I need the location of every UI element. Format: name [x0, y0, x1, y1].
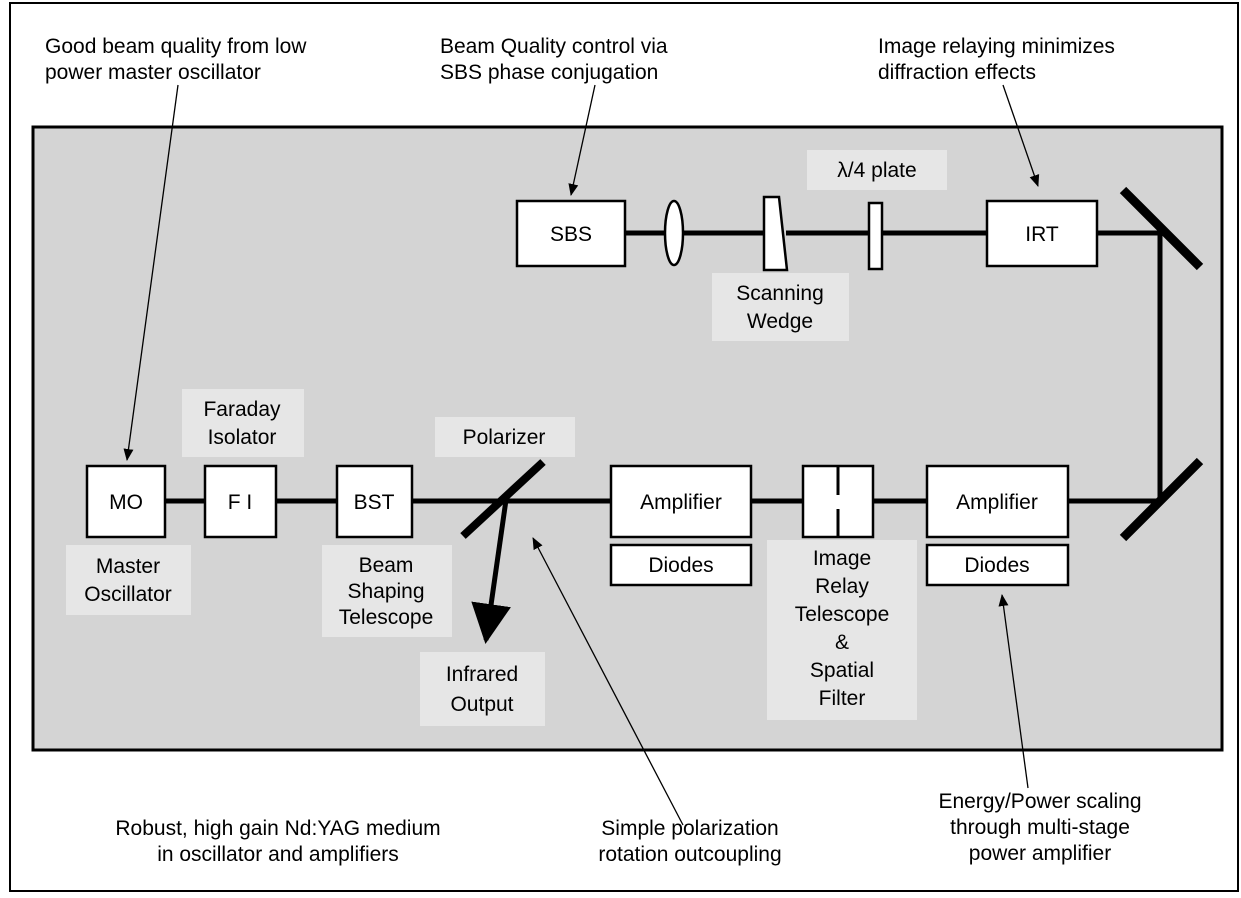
svg-text:Scanning: Scanning — [736, 282, 824, 305]
amplifier-2-label: Amplifier — [956, 491, 1038, 514]
svg-text:Simple polarization: Simple polarization — [601, 817, 778, 840]
annotation-nd-yag-medium: Robust, high gain Nd:YAG medium in oscil… — [115, 817, 440, 866]
spatial-filter — [801, 464, 875, 539]
svg-text:Energy/Power scaling: Energy/Power scaling — [938, 790, 1141, 813]
polarizer-element — [460, 459, 546, 539]
infrared-output-arrow — [471, 499, 511, 644]
amplifier-1-box: Amplifier — [609, 464, 753, 539]
upper-beam-path — [625, 230, 1163, 500]
irt-label: IRT — [1025, 223, 1059, 246]
amplifier-2-box: Amplifier — [925, 464, 1070, 539]
leader-arrow-irt — [1002, 84, 1040, 187]
svg-text:Output: Output — [450, 693, 513, 716]
infrared-output-caption: Infrared Output — [420, 652, 545, 726]
image-relay-telescope-caption: Image Relay Telescope & Spatial Filter — [767, 540, 917, 720]
leader-arrow-diodes — [998, 594, 1029, 789]
annotation-polarization-outcoupling: Simple polarization rotation outcoupling — [598, 817, 781, 866]
svg-text:Wedge: Wedge — [747, 310, 813, 333]
svg-text:Infrared: Infrared — [446, 663, 518, 686]
bst-label: BST — [354, 491, 395, 514]
svg-text:Polarizer: Polarizer — [463, 426, 546, 449]
svg-text:&: & — [835, 631, 849, 654]
fold-mirror-top — [1119, 186, 1204, 271]
quarter-wave-plate-caption: λ/4 plate — [807, 150, 947, 190]
svg-text:Beam: Beam — [359, 554, 414, 577]
amplifier-1-label: Amplifier — [640, 491, 722, 514]
diodes-2-label: Diodes — [964, 554, 1029, 577]
annotation-energy-scaling: Energy/Power scaling through multi-stage… — [938, 790, 1141, 865]
scanning-wedge — [762, 195, 789, 272]
mo-label: MO — [109, 491, 143, 514]
master-oscillator-caption: Master Oscillator — [66, 545, 191, 615]
svg-text:diffraction effects: diffraction effects — [878, 61, 1036, 84]
svg-text:power amplifier: power amplifier — [969, 842, 1111, 865]
beam-shaping-telescope-caption: Beam Shaping Telescope — [322, 545, 452, 637]
leader-arrow-sbs — [568, 84, 596, 196]
leader-arrow-polarizer — [532, 537, 684, 826]
diodes-1-label: Diodes — [648, 554, 713, 577]
svg-text:Oscillator: Oscillator — [84, 583, 172, 606]
svg-text:Shaping: Shaping — [347, 580, 424, 603]
scanning-wedge-caption: Scanning Wedge — [712, 273, 849, 341]
polarizer-caption: Polarizer — [435, 417, 575, 457]
faraday-isolator-box: F I — [203, 464, 278, 539]
fold-mirror-bottom — [1119, 457, 1204, 542]
annotation-beam-quality-sbs: Beam Quality control via SBS phase conju… — [440, 35, 668, 84]
fi-label: F I — [228, 491, 253, 514]
faraday-isolator-caption: Faraday Isolator — [182, 389, 304, 457]
svg-text:Relay: Relay — [815, 575, 869, 598]
quarter-wave-plate — [867, 201, 884, 271]
diodes-2-box: Diodes — [925, 543, 1070, 587]
sbs-cell: SBS — [515, 199, 627, 268]
master-oscillator-box: MO — [85, 464, 167, 539]
svg-text:through multi-stage: through multi-stage — [950, 816, 1130, 839]
svg-text:Telescope: Telescope — [795, 603, 890, 626]
svg-text:Good beam quality from low: Good beam quality from low — [45, 35, 307, 58]
svg-text:Faraday: Faraday — [203, 398, 281, 421]
svg-text:SBS phase conjugation: SBS phase conjugation — [440, 61, 658, 84]
diodes-1-box: Diodes — [609, 543, 753, 587]
svg-text:Telescope: Telescope — [339, 606, 434, 629]
sbs-label: SBS — [550, 223, 592, 246]
svg-text:Isolator: Isolator — [208, 426, 277, 449]
svg-text:Robust, high gain Nd:YAG mediu: Robust, high gain Nd:YAG medium — [115, 817, 440, 840]
svg-text:Filter: Filter — [819, 687, 866, 710]
svg-text:Image: Image — [813, 547, 871, 570]
svg-text:power master oscillator: power master oscillator — [45, 61, 261, 84]
svg-text:Spatial: Spatial — [810, 659, 874, 682]
annotation-image-relaying: Image relaying minimizes diffraction eff… — [878, 35, 1115, 84]
svg-text:λ/4 plate: λ/4 plate — [837, 159, 916, 182]
svg-text:Master: Master — [96, 555, 160, 578]
svg-text:in oscillator and amplifiers: in oscillator and amplifiers — [157, 843, 399, 866]
svg-text:rotation outcoupling: rotation outcoupling — [598, 843, 781, 866]
annotation-beam-quality-oscillator: Good beam quality from low power master … — [45, 35, 307, 84]
irt-box: IRT — [985, 199, 1099, 268]
bst-box: BST — [335, 464, 414, 539]
lens — [663, 199, 685, 267]
svg-text:Beam Quality control via: Beam Quality control via — [440, 35, 668, 58]
svg-text:Image relaying minimizes: Image relaying minimizes — [878, 35, 1115, 58]
leader-arrow-oscillator — [123, 84, 179, 461]
